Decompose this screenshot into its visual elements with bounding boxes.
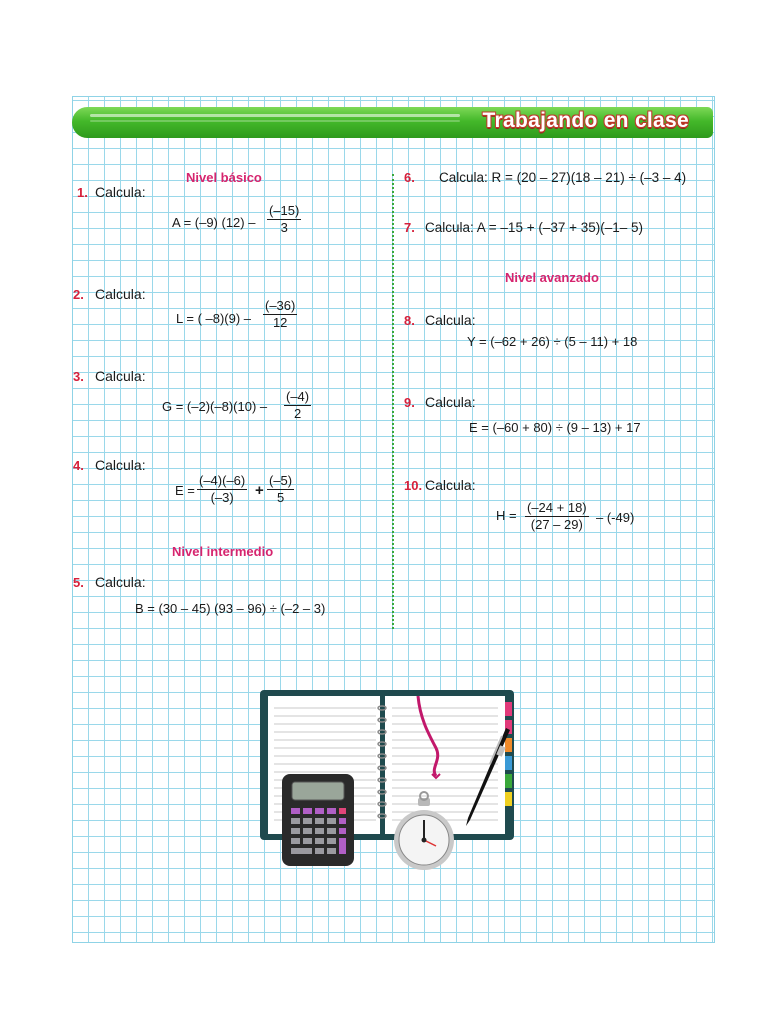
denominator: (–3): [210, 490, 234, 505]
stationery-illustration: [260, 690, 514, 870]
problem-label: Calcula:: [425, 312, 476, 328]
problem-expression: Calcula: A = –15 + (–37 + 35)(–1– 5): [425, 220, 644, 235]
problem-number: 10.: [404, 478, 423, 493]
numerator: (–15): [267, 203, 302, 220]
column-divider: [392, 174, 394, 629]
problem-number: 8.: [404, 313, 415, 328]
denominator: (27 – 29): [530, 517, 583, 532]
problem-expression: E =: [175, 483, 195, 498]
section-title-intermediate: Nivel intermedio: [172, 544, 274, 559]
numerator: (–4): [284, 389, 312, 406]
problem-expression: E = (–60 + 80) ÷ (9 – 13) + 17: [469, 420, 641, 435]
fraction: (–5) 5: [267, 473, 295, 506]
denominator: 2: [293, 406, 302, 421]
problem-number: 6.: [404, 170, 415, 185]
problem-number: 9.: [404, 395, 415, 410]
section-title-basic: Nivel básico: [186, 170, 262, 185]
fraction: (–4)(–6) (–3): [197, 473, 248, 506]
problem-label: Calcula:: [95, 184, 146, 200]
problem-number: 4.: [73, 458, 84, 473]
section-title-advanced: Nivel avanzado: [505, 270, 599, 285]
problem-label: Calcula:: [95, 368, 146, 384]
fraction: (–24 + 18) (27 – 29): [525, 500, 589, 533]
calculator-icon: [282, 774, 354, 866]
denominator: 3: [280, 220, 288, 235]
numerator: (–4)(–6): [197, 473, 248, 490]
problem-expression: B = (30 – 45) (93 – 96) ÷ (–2 – 3): [135, 601, 326, 616]
denominator: 5: [276, 490, 285, 505]
stopwatch-icon: [394, 791, 454, 870]
fraction: (–4) 2: [284, 389, 312, 422]
problem-number: 2.: [73, 287, 84, 302]
denominator: 12: [272, 315, 288, 330]
problem-expression: H =: [496, 508, 517, 523]
header-banner: Trabajando en clase: [72, 107, 713, 138]
pen-icon: [466, 728, 510, 826]
problem-label: Calcula:: [95, 457, 146, 473]
problem-label: Calcula:: [95, 574, 146, 590]
problem-expression: Y = (–62 + 26) ÷ (5 – 11) + 18: [467, 334, 638, 349]
problem-number: 3.: [73, 369, 84, 384]
problem-number: 5.: [73, 575, 84, 590]
problem-number: 1.: [77, 185, 88, 200]
problem-label: Calcula:: [425, 394, 476, 410]
numerator: (–24 + 18): [525, 500, 589, 517]
problem-expression: G = (–2)(–8)(10) –: [162, 399, 268, 414]
problem-number: 7.: [404, 220, 415, 235]
problem-label: Calcula:: [425, 477, 476, 493]
problem-expression: A = (–9) (12) –: [172, 215, 256, 230]
banner-gloss-2: [90, 120, 460, 122]
page-title: Trabajando en clase: [482, 109, 689, 132]
numerator: (–5): [267, 473, 295, 490]
numerator: (–36): [263, 298, 298, 315]
problem-expression: L = ( –8)(9) –: [176, 311, 252, 326]
fraction: (–15) 3: [267, 203, 302, 236]
problem-label: Calcula:: [95, 286, 146, 302]
problem-tail: – (-49): [596, 510, 635, 525]
fraction: (–36) 12: [263, 298, 298, 331]
bookmark-ribbon-icon: [416, 695, 441, 780]
plus-operator: +: [255, 482, 264, 499]
banner-gloss: [90, 114, 460, 117]
problem-expression: Calcula: R = (20 – 27)(18 – 21) ÷ (–3 – …: [439, 170, 687, 185]
